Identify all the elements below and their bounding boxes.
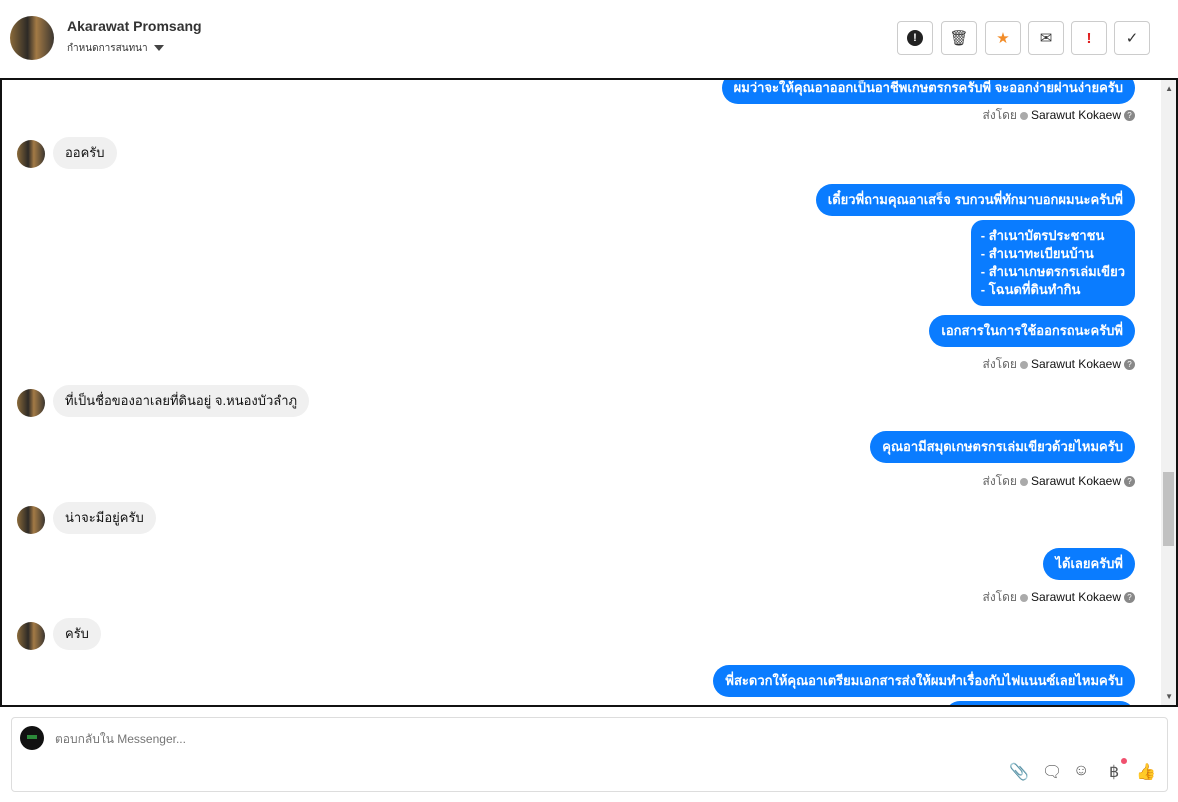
caret-down-icon (153, 45, 164, 52)
message-outgoing: ผมว่าจะให้คุณอาออกเป็นอาชีพเกษตรกรครับพี… (721, 80, 1135, 104)
done-button[interactable]: ✓ (1114, 21, 1150, 55)
contact-avatar (17, 622, 45, 650)
message-outgoing: ได้เลยครับพี่ (1043, 548, 1135, 580)
conversation-settings-label: กำหนดการสนทนา (67, 43, 148, 54)
message-outgoing-list: - สำเนาบัตรประชาชน - สำเนาทะเบียนบ้าน - … (970, 220, 1135, 306)
page-avatar (20, 726, 44, 750)
contact-avatar (17, 389, 45, 417)
exclamation-circle-icon: ! (907, 30, 923, 46)
message-outgoing-partial (945, 701, 1135, 705)
reply-composer: 📎 🗨 ☺ ฿ 👍 (11, 717, 1168, 792)
contact-avatar (17, 140, 45, 168)
contact-name: Akarawat Promsang (67, 18, 202, 34)
contact-avatar (17, 506, 45, 534)
contact-avatar (10, 16, 54, 60)
scrollbar[interactable]: ▲ ▼ (1161, 80, 1176, 705)
payment-baht-icon[interactable]: ฿ (1109, 764, 1120, 781)
scroll-down-icon[interactable]: ▼ (1165, 692, 1173, 701)
saved-replies-icon[interactable]: 🗨 (1042, 764, 1063, 781)
report-button[interactable]: ! (897, 21, 933, 55)
message-incoming: ที่เป็นชื่อของอาเลยที่ดินอยู่ จ.หนองบัวล… (53, 385, 310, 417)
message-outgoing: พี่สะดวกให้คุณอาเตรียมเอกสารส่งให้ผมทำเร… (713, 665, 1135, 697)
message-outgoing: เอกสารในการใช้ออกรถนะครับพี่ (929, 315, 1135, 347)
star-icon: ★ (996, 30, 1010, 47)
scroll-up-icon[interactable]: ▲ (1165, 84, 1173, 93)
message-incoming: ครับ (53, 618, 101, 650)
conversation-settings-dropdown[interactable]: กำหนดการสนทนา (67, 41, 164, 56)
list-line: - สำเนาเกษตรกรเล่มเขียว (980, 264, 1125, 279)
list-line: - สำเนาทะเบียนบ้าน (980, 246, 1094, 261)
paperclip-icon[interactable]: 📎 (1009, 764, 1029, 781)
spam-button[interactable]: ! (1071, 21, 1107, 55)
trash-icon: 🗑 (949, 30, 969, 47)
message-incoming: ออครับ (53, 137, 117, 169)
scrollbar-thumb[interactable] (1163, 472, 1174, 546)
star-button[interactable]: ★ (985, 21, 1021, 55)
delete-button[interactable]: 🗑 (941, 21, 977, 55)
list-line: - สำเนาบัตรประชาชน (980, 228, 1105, 243)
mark-unread-button[interactable]: ✉ (1028, 21, 1064, 55)
list-line: - โฉนดที่ดินทำกิน (980, 282, 1081, 297)
emoji-icon[interactable]: ☺ (1073, 762, 1090, 779)
notification-dot (1121, 758, 1127, 764)
message-outgoing: คุณอามีสมุดเกษตรกรเล่มเขียวด้วยไหมครับ (870, 431, 1135, 463)
envelope-icon: ✉ (1039, 30, 1053, 47)
check-icon: ✓ (1125, 30, 1139, 47)
thumbs-up-icon[interactable]: 👍 (1136, 764, 1156, 781)
reply-input[interactable] (55, 732, 655, 746)
message-thread: ผมว่าจะให้คุณอาออกเป็นอาชีพเกษตรกรครับพี… (0, 78, 1178, 707)
message-incoming: น่าจะมีอยู่ครับ (53, 502, 156, 534)
exclamation-icon: ! (1086, 29, 1092, 47)
message-outgoing: เดี๋ยวพี่ถามคุณอาเสร็จ รบกวนพี่ทักมาบอกผ… (815, 184, 1135, 216)
